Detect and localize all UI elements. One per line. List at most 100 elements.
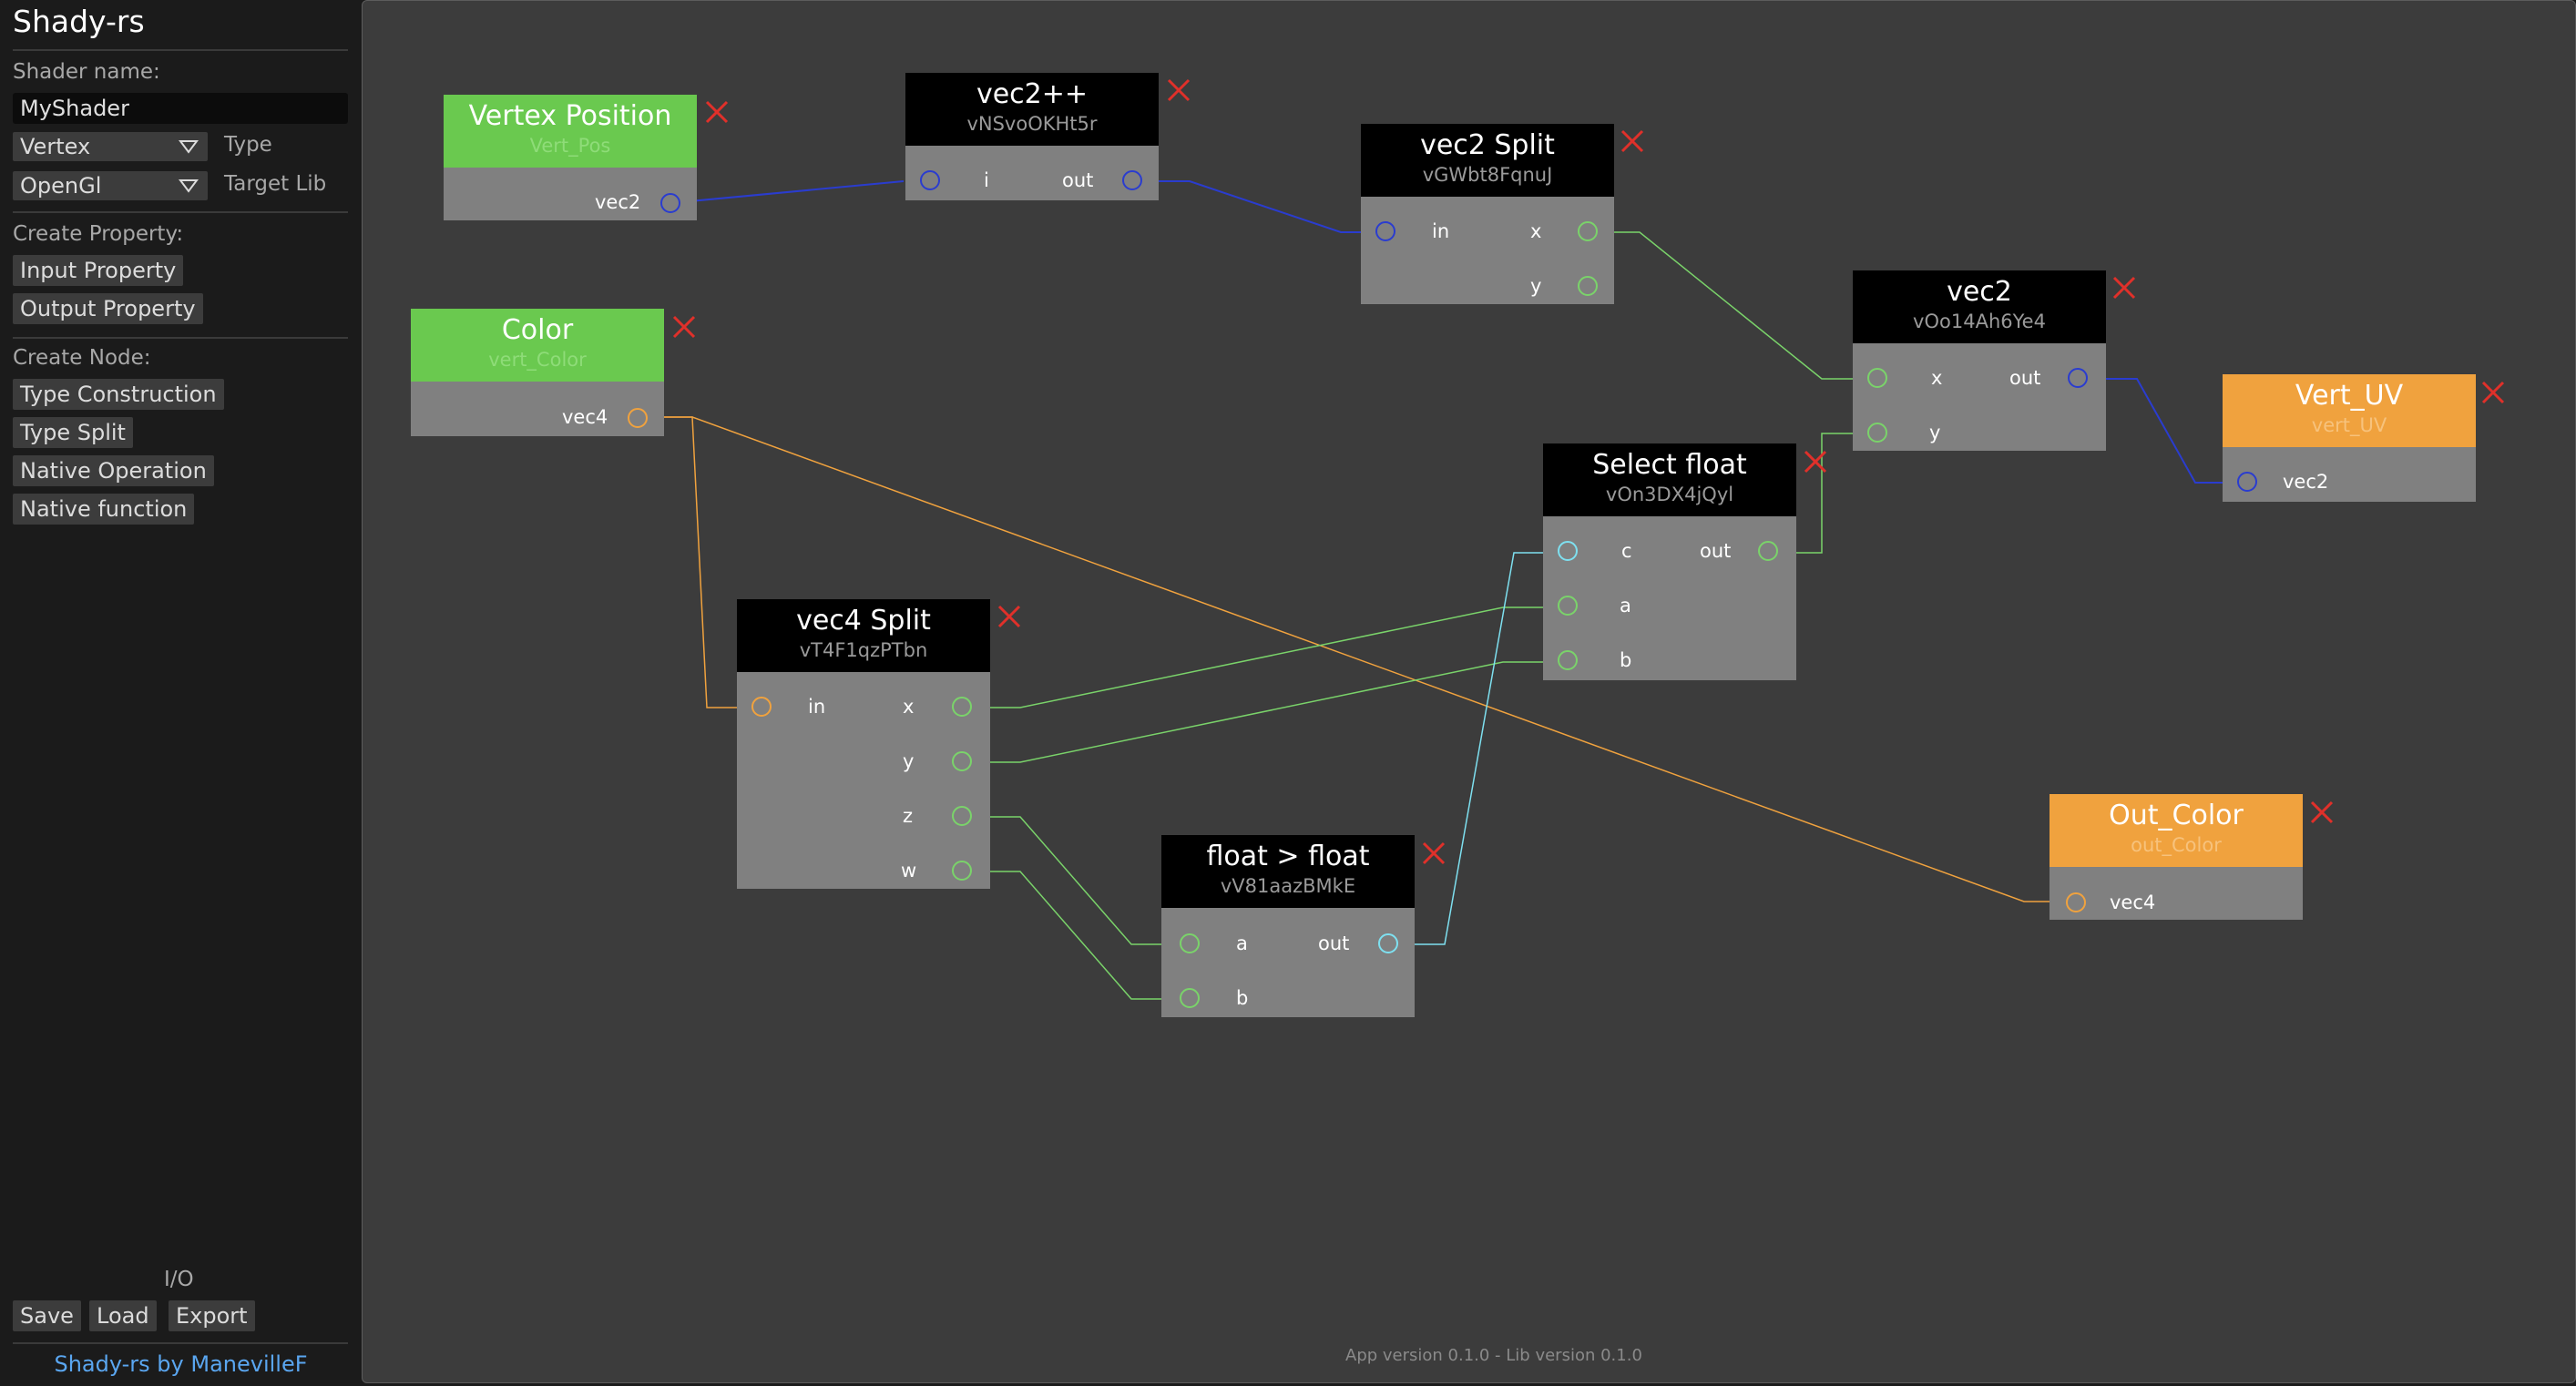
port-label: w bbox=[901, 860, 917, 882]
port-label: vec4 bbox=[562, 406, 608, 428]
output-port-out[interactable] bbox=[1122, 170, 1142, 190]
output-port-z[interactable] bbox=[952, 806, 972, 826]
node-id: vGWbt8FqnuJ bbox=[1422, 164, 1553, 186]
input-port-i[interactable] bbox=[920, 170, 940, 190]
input-port-in[interactable] bbox=[1375, 221, 1395, 241]
close-icon[interactable] bbox=[996, 603, 1023, 630]
output-port-y[interactable] bbox=[1578, 276, 1598, 296]
node-header[interactable]: vec2 vOo14Ah6Ye4 bbox=[1853, 270, 2106, 343]
output-port-x[interactable] bbox=[952, 697, 972, 717]
target-lib-label: Target Lib bbox=[224, 172, 327, 196]
node-title: Vert_UV bbox=[2295, 380, 2404, 412]
node-vec2-increment[interactable]: vec2++ vNSvoOKHt5r i out bbox=[905, 73, 1159, 200]
node-title: Color bbox=[501, 314, 574, 346]
output-port-x[interactable] bbox=[1578, 221, 1598, 241]
port-label: vec4 bbox=[2110, 892, 2156, 913]
node-title: vec2 Split bbox=[1420, 129, 1555, 161]
divider bbox=[13, 49, 348, 51]
output-port-vec2[interactable] bbox=[660, 193, 680, 213]
app-title: Shady-rs bbox=[13, 4, 145, 39]
load-button[interactable]: Load bbox=[89, 1300, 157, 1331]
input-node-color[interactable]: Color vert_Color vec4 bbox=[411, 309, 664, 436]
close-icon[interactable] bbox=[703, 98, 731, 126]
output-port-out[interactable] bbox=[1378, 933, 1398, 953]
input-port-x[interactable] bbox=[1867, 368, 1887, 388]
shader-type-value: Vertex bbox=[20, 134, 91, 159]
save-button[interactable]: Save bbox=[13, 1300, 81, 1331]
input-node-vertex-position[interactable]: Vertex Position Vert_Pos vec2 bbox=[444, 95, 697, 220]
node-vec2-split[interactable]: vec2 Split vGWbt8FqnuJ in x y bbox=[1361, 124, 1614, 304]
output-port-vec4[interactable] bbox=[628, 408, 648, 428]
node-title: float > float bbox=[1206, 841, 1370, 872]
node-float-greater-than[interactable]: float > float vV81aazBMkE a out b bbox=[1161, 835, 1415, 1017]
input-port-in[interactable] bbox=[751, 697, 772, 717]
node-select-float[interactable]: Select float vOn3DX4jQyl c out a b bbox=[1543, 443, 1796, 680]
input-property-button[interactable]: Input Property bbox=[13, 255, 184, 286]
type-label: Type bbox=[224, 133, 272, 157]
target-lib-select[interactable]: OpenGl bbox=[13, 171, 208, 200]
type-construction-button[interactable]: Type Construction bbox=[13, 379, 224, 410]
output-port-w[interactable] bbox=[952, 861, 972, 881]
node-vec4-split[interactable]: vec4 Split vT4F1qzPTbn in x y z w bbox=[737, 599, 990, 889]
input-port-vec4[interactable] bbox=[2066, 892, 2086, 912]
node-header[interactable]: Select float vOn3DX4jQyl bbox=[1543, 443, 1796, 516]
create-node-label: Create Node: bbox=[13, 346, 151, 370]
input-port-a[interactable] bbox=[1558, 596, 1578, 616]
output-node-out-color[interactable]: Out_Color out_Color vec4 bbox=[2050, 794, 2303, 920]
node-id: vert_UV bbox=[2311, 414, 2387, 436]
input-port-b[interactable] bbox=[1558, 650, 1578, 670]
output-node-vert-uv[interactable]: Vert_UV vert_UV vec2 bbox=[2223, 374, 2476, 502]
node-header[interactable]: vec2++ vNSvoOKHt5r bbox=[905, 73, 1159, 146]
close-icon[interactable] bbox=[1619, 127, 1646, 155]
node-id: vNSvoOKHt5r bbox=[966, 113, 1098, 135]
node-title: vec4 Split bbox=[796, 605, 931, 637]
node-title: vec2++ bbox=[976, 78, 1089, 110]
version-label: App version 0.1.0 - Lib version 0.1.0 bbox=[1345, 1346, 1642, 1365]
type-split-button[interactable]: Type Split bbox=[13, 417, 133, 448]
close-icon[interactable] bbox=[2479, 379, 2507, 406]
shader-type-select[interactable]: Vertex bbox=[13, 132, 208, 161]
node-header[interactable]: Vert_UV vert_UV bbox=[2223, 374, 2476, 447]
port-label: out bbox=[2009, 367, 2041, 389]
io-label: I/O bbox=[164, 1268, 194, 1291]
node-title: Vertex Position bbox=[468, 100, 672, 132]
port-label: z bbox=[903, 805, 914, 827]
node-title: vec2 bbox=[1947, 276, 2012, 308]
node-header[interactable]: vec4 Split vT4F1qzPTbn bbox=[737, 599, 990, 672]
input-port-vec2[interactable] bbox=[2237, 472, 2257, 492]
output-port-out[interactable] bbox=[2068, 368, 2088, 388]
node-title: Out_Color bbox=[2109, 800, 2244, 831]
output-property-button[interactable]: Output Property bbox=[13, 293, 203, 324]
node-vec2-construct[interactable]: vec2 vOo14Ah6Ye4 x out y bbox=[1853, 270, 2106, 451]
close-icon[interactable] bbox=[2308, 799, 2336, 826]
node-header[interactable]: vec2 Split vGWbt8FqnuJ bbox=[1361, 124, 1614, 197]
node-header[interactable]: float > float vV81aazBMkE bbox=[1161, 835, 1415, 908]
node-id: vOn3DX4jQyl bbox=[1605, 484, 1734, 505]
node-header[interactable]: Out_Color out_Color bbox=[2050, 794, 2303, 867]
close-icon[interactable] bbox=[2111, 274, 2138, 301]
port-label: y bbox=[1530, 275, 1542, 297]
shader-name-input[interactable]: MyShader bbox=[13, 93, 348, 124]
port-label: out bbox=[1318, 932, 1350, 954]
close-icon[interactable] bbox=[1165, 76, 1192, 104]
port-label: x bbox=[903, 696, 915, 718]
dropdown-caret-icon bbox=[179, 140, 199, 154]
node-header[interactable]: Vertex Position Vert_Pos bbox=[444, 95, 697, 168]
input-port-b[interactable] bbox=[1180, 988, 1200, 1008]
native-operation-button[interactable]: Native Operation bbox=[13, 455, 214, 486]
port-label: x bbox=[1931, 367, 1943, 389]
input-port-c[interactable] bbox=[1558, 541, 1578, 561]
close-icon[interactable] bbox=[1802, 448, 1829, 475]
close-icon[interactable] bbox=[1420, 840, 1447, 867]
input-port-y[interactable] bbox=[1867, 423, 1887, 443]
close-icon[interactable] bbox=[670, 313, 698, 341]
node-id: vV81aazBMkE bbox=[1220, 875, 1356, 897]
native-function-button[interactable]: Native function bbox=[13, 494, 195, 525]
node-header[interactable]: Color vert_Color bbox=[411, 309, 664, 382]
output-port-out[interactable] bbox=[1758, 541, 1778, 561]
output-port-y[interactable] bbox=[952, 751, 972, 771]
export-button[interactable]: Export bbox=[169, 1300, 255, 1331]
divider bbox=[13, 1342, 348, 1344]
footer-credit[interactable]: Shady-rs by ManevilleF bbox=[54, 1351, 308, 1377]
input-port-a[interactable] bbox=[1180, 933, 1200, 953]
